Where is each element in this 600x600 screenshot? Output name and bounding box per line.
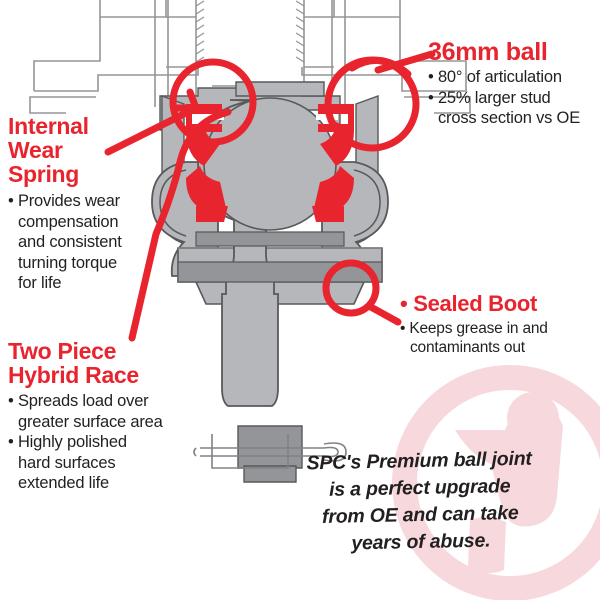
bullet: • Keeps grease in and	[400, 320, 548, 337]
callout-leader-race	[128, 108, 232, 342]
callout-bullets-spring: • Provides wear compensation and consist…	[8, 191, 198, 294]
callout-title-spring-line1: Internal	[8, 113, 89, 139]
callout-leader-spring	[104, 104, 200, 156]
bullet: hard surfaces	[18, 453, 116, 472]
bullet: cross section vs OE	[438, 109, 580, 127]
bullet: • Highly polished	[8, 433, 127, 451]
callout-title-race-line1: Two Piece	[8, 338, 117, 364]
bullet: extended life	[18, 474, 109, 492]
callout-title-spring-line3: Spring	[8, 161, 80, 187]
callout-internal-wear-spring: Internal Wear Spring • Provides wear com…	[8, 114, 198, 294]
callout-bullets-race: • Spreads load over greater surface area…	[8, 391, 208, 494]
callout-title-spring-line2: Wear	[8, 137, 63, 163]
callout-title-boot: • Sealed Boot	[400, 291, 538, 316]
callout-bullets-ball: • 80° of articulation • 25% larger stud …	[428, 67, 580, 129]
bullet: for life	[18, 274, 62, 292]
tagline: SPC's Premium ball joint is a perfect up…	[254, 445, 586, 560]
bullet: • Provides wear	[8, 192, 120, 210]
bullet: • 25% larger stud	[428, 88, 551, 107]
bullet: • 80° of articulation	[428, 68, 562, 86]
callout-bullets-boot: • Keeps grease in and contaminants out	[400, 319, 600, 357]
bullet: greater surface area	[18, 412, 163, 431]
callout-ring-spring	[169, 58, 257, 146]
bullet: contaminants out	[410, 339, 525, 356]
callout-title-race-line2: Hybrid Race	[8, 362, 139, 388]
callout-sealed-boot: • Sealed Boot • Keeps grease in and cont…	[400, 292, 600, 357]
bullet: compensation	[18, 212, 119, 231]
callout-markers	[104, 50, 436, 342]
bullet: turning torque	[18, 253, 118, 272]
joint-body	[151, 81, 389, 483]
callout-36mm-ball: 36mm ball • 80° of articulation • 25% la…	[428, 40, 580, 129]
bullet: • Spreads load over	[8, 392, 149, 410]
callout-leader-boot	[365, 302, 402, 326]
watermark-graphic	[392, 365, 600, 600]
callout-two-piece-hybrid-race: Two Piece Hybrid Race • Spreads load ove…	[8, 339, 208, 494]
callout-leader-ball	[374, 50, 436, 74]
callout-ring-boot	[322, 259, 380, 317]
callout-title-ball: 36mm ball	[428, 38, 548, 66]
bullet: and consistent	[18, 233, 122, 251]
